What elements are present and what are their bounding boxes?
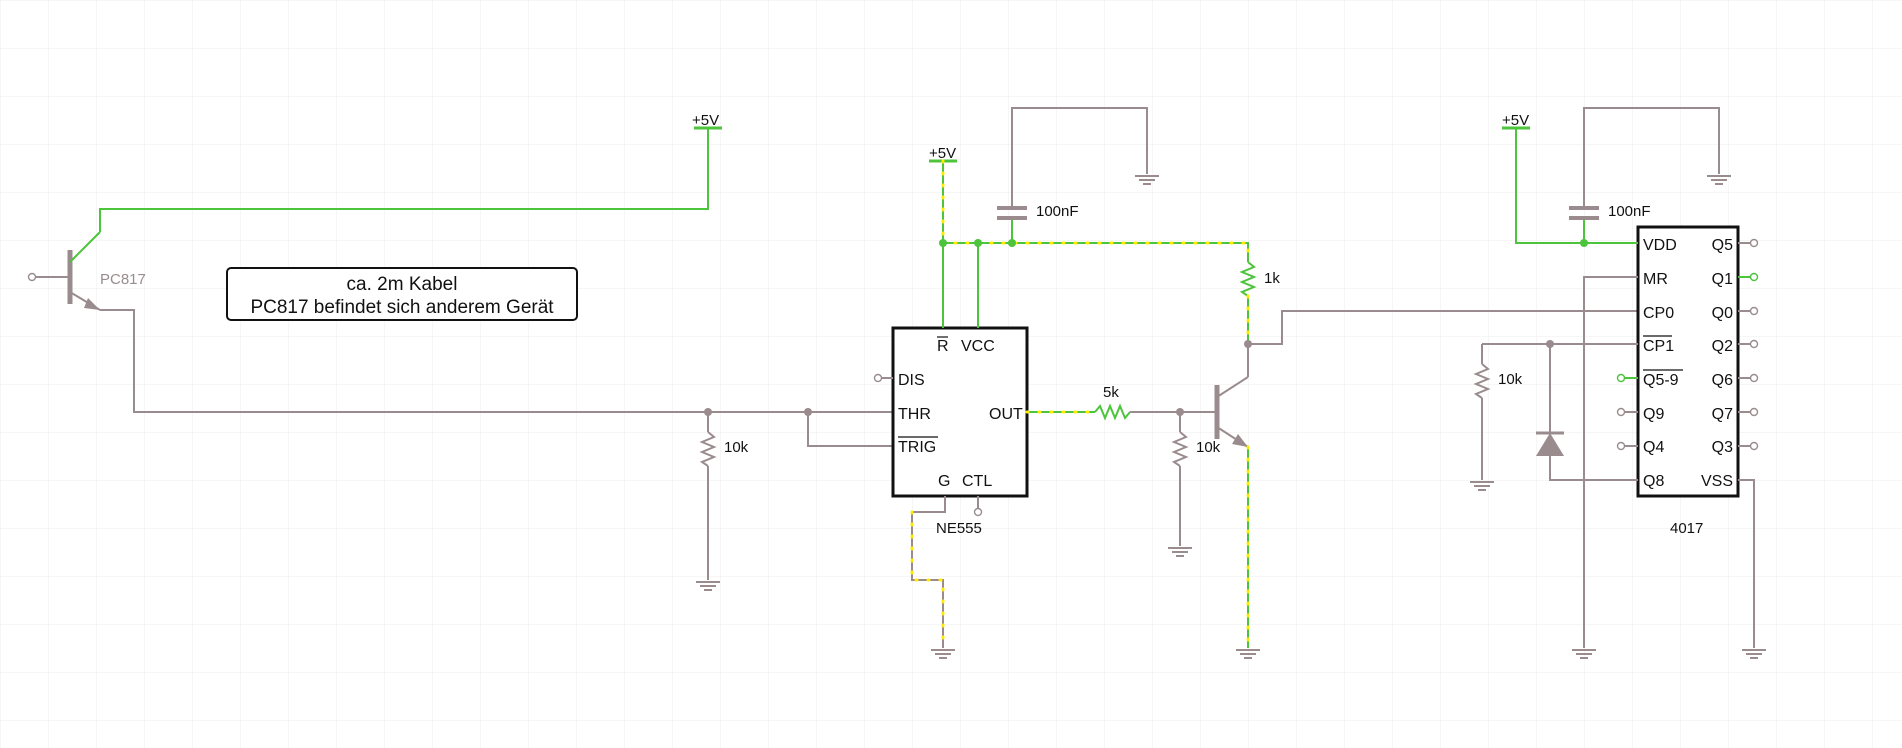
- ne555-reset-label: R: [937, 338, 949, 355]
- ne555-trig-label: TRIG: [898, 439, 936, 456]
- resistor-collector-value: 1k: [1264, 270, 1280, 287]
- ic4017-chip[interactable]: [1636, 225, 1740, 498]
- ic4017-pin-cp0: CP0: [1643, 305, 1674, 322]
- wire-ne555-cap-ground: [1011, 107, 1148, 208]
- wire-4017-cap-ground: [1583, 107, 1720, 208]
- ic4017-pin-mr: MR: [1643, 271, 1668, 288]
- ic4017-pin-vss: VSS: [1701, 473, 1733, 490]
- resistor-base-pulldown[interactable]: [1171, 431, 1189, 467]
- supply-label-pc817: +5V: [692, 112, 719, 129]
- resistor-base-pulldown-value: 10k: [1196, 439, 1221, 456]
- resistor-thr-pulldown-value: 10k: [724, 439, 749, 456]
- ic4017-pin-q7: Q7: [1712, 406, 1733, 423]
- ne555-gnd-label: G: [938, 473, 950, 490]
- wire-collector-cp0: [1248, 310, 1638, 345]
- ic4017-pin-cp1: CP1: [1643, 338, 1674, 355]
- ne555-vcc-label: VCC: [961, 338, 995, 355]
- wire-4017-vss-ground: [1738, 479, 1755, 648]
- ic4017-pin-q1: Q1: [1712, 271, 1733, 288]
- ic4017-pin-q3: Q3: [1712, 439, 1733, 456]
- note-line-2: PC817 befindet sich anderem Gerät: [250, 297, 554, 318]
- ic4017-pin-q8: Q8: [1643, 473, 1664, 490]
- resistor-thr-pulldown[interactable]: [699, 431, 717, 467]
- capacitor-4017-value: 100nF: [1608, 203, 1651, 220]
- pc817-optocoupler[interactable]: PC817: [27, 231, 146, 311]
- ic4017-pin-q4: Q4: [1643, 439, 1664, 456]
- ic4017-pin-q0: Q0: [1712, 305, 1733, 322]
- cable-note: ca. 2m Kabel PC817 befindet sich anderem…: [226, 267, 578, 321]
- resistor-collector[interactable]: [1239, 261, 1257, 297]
- ne555-part-label: NE555: [936, 520, 982, 537]
- ne555-thr-label: THR: [898, 406, 931, 423]
- pc817-label: PC817: [100, 271, 146, 288]
- ic4017-right-pin-labels: Q5 Q1 Q0 Q2 Q6 Q7 Q3 VSS: [1701, 237, 1733, 490]
- ic4017-pin-q2: Q2: [1712, 338, 1733, 355]
- ic4017-left-pin-labels: VDD MR CP0 CP1 Q5-9 Q9 Q4 Q8: [1643, 237, 1683, 490]
- supply-label-4017: +5V: [1502, 112, 1529, 129]
- resistor-base[interactable]: [1094, 403, 1131, 421]
- wire-ne555-vcc-rail: [943, 242, 1249, 262]
- ic4017-pin-q6: Q6: [1712, 372, 1733, 389]
- resistor-mr-pulldown[interactable]: [1473, 363, 1491, 399]
- ne555-chip[interactable]: R VCC DIS THR OUT TRIG G CTL: [891, 326, 1029, 498]
- resistor-base-value: 5k: [1103, 384, 1119, 401]
- wire-4017-vdd: [1515, 128, 1638, 244]
- ne555-out-label: OUT: [989, 406, 1023, 423]
- ne555-dis-label: DIS: [898, 372, 925, 389]
- ic4017-pin-q5: Q5: [1712, 237, 1733, 254]
- note-line-1: ca. 2m Kabel: [347, 274, 458, 295]
- capacitor-ne555-value: 100nF: [1036, 203, 1079, 220]
- diode[interactable]: [1536, 344, 1638, 481]
- wire-pc817-collector: [99, 128, 709, 232]
- ic4017-pin-vdd: VDD: [1643, 237, 1677, 254]
- ic4017-right-open-pins: [1738, 238, 1759, 451]
- supply-label-ne555: +5V: [929, 145, 956, 162]
- wire-pc817-emitter: [100, 309, 893, 413]
- ic4017-pin-q9: Q9: [1643, 406, 1664, 423]
- ic4017-left-open-pins: [1616, 373, 1638, 451]
- wire-4017-mr: [1583, 276, 1638, 648]
- wire-thr-trig: [807, 412, 893, 447]
- ic4017-part-label: 4017: [1670, 520, 1703, 537]
- resistor-mr-pulldown-value: 10k: [1498, 371, 1523, 388]
- npn-transistor[interactable]: [1214, 344, 1249, 448]
- ic4017-pin-q5-9: Q5-9: [1643, 372, 1679, 389]
- ne555-ctl-label: CTL: [962, 473, 992, 490]
